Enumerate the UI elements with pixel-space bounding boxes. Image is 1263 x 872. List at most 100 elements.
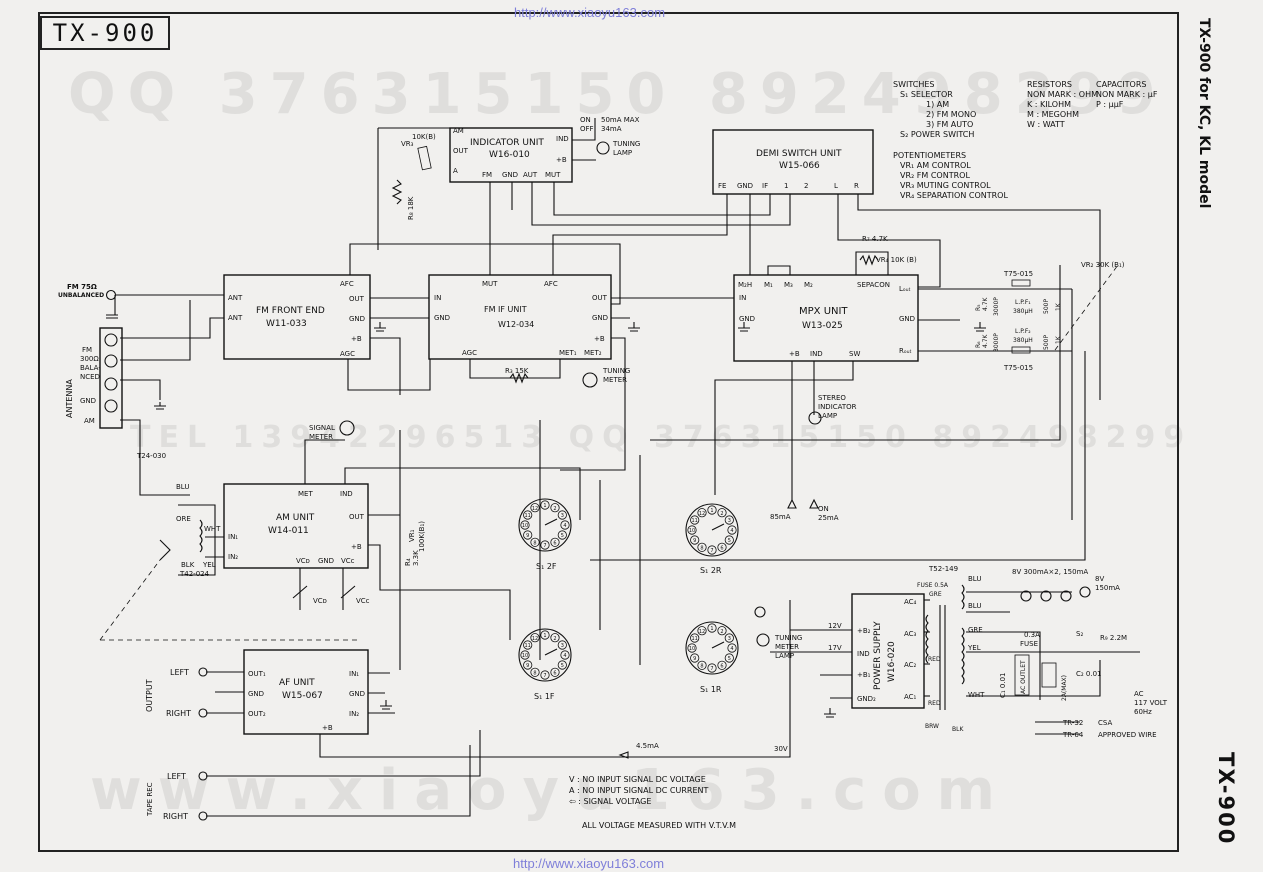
svg-text:ALL VOLTAGE MEASURED WITH V.T.: ALL VOLTAGE MEASURED WITH V.T.V.M — [582, 821, 736, 830]
svg-text:ANT: ANT — [228, 294, 243, 302]
switch-contact-label: 12 — [532, 636, 538, 642]
svg-text:150mA: 150mA — [1095, 584, 1120, 592]
svg-text:BALA-: BALA- — [80, 364, 101, 372]
svg-text:MET₁: MET₁ — [559, 349, 577, 357]
switch-contact-label: 5 — [728, 656, 731, 662]
svg-text:ANTENNA: ANTENNA — [65, 379, 74, 418]
side-model-label: TX-900 — [1214, 752, 1238, 846]
svg-text:+B: +B — [351, 543, 362, 551]
svg-text:R₈ 18K: R₈ 18K — [407, 196, 415, 220]
svg-text:W13-025: W13-025 — [802, 321, 843, 331]
svg-text:OUT: OUT — [453, 147, 469, 155]
svg-text:AC: AC — [1134, 690, 1144, 698]
switch-contact-label: 9 — [526, 533, 529, 539]
svg-text:S₁ SELECTOR: S₁ SELECTOR — [900, 90, 953, 99]
switch-contact-label: 6 — [553, 671, 556, 677]
svg-text:RESISTORS: RESISTORS — [1027, 80, 1072, 89]
svg-text:+B: +B — [351, 335, 362, 343]
svg-text:RED: RED — [928, 700, 941, 707]
demi-switch-unit: DEMI SWITCH UNIT W15-066 FE GND IF 1 2 L… — [712, 129, 874, 195]
switch-wiper — [544, 518, 558, 526]
svg-text:TAPE REC: TAPE REC — [146, 782, 154, 817]
switch-contact-label: 6 — [720, 664, 723, 670]
switch-contact-label: 4 — [730, 646, 733, 652]
legend-potentiometers: POTENTIOMETERS VR₁ AM CONTROL VR₂ FM CON… — [893, 151, 1008, 200]
svg-text:AGC: AGC — [340, 350, 355, 358]
svg-text:2) FM MONO: 2) FM MONO — [926, 110, 976, 119]
svg-text:MUT: MUT — [482, 280, 498, 288]
svg-text:FM: FM — [82, 346, 92, 354]
selector-switch-2r: S₁ 2R — [685, 503, 739, 575]
svg-text:RED: RED — [928, 656, 941, 663]
mpx-unit: MPX UNIT W13-025 M₂H M₁ M₃ M₂ SEPACON IN… — [733, 274, 919, 362]
svg-text:VCᴄ: VCᴄ — [341, 557, 355, 565]
svg-text:NON MARK : OHM: NON MARK : OHM — [1027, 90, 1098, 99]
switch-contact — [697, 508, 707, 518]
svg-text:IND: IND — [810, 350, 823, 358]
switch-contact-label: 12 — [699, 511, 705, 517]
svg-text:M₂H: M₂H — [738, 281, 752, 289]
switch-contact-label: 9 — [693, 656, 696, 662]
svg-text:IF: IF — [762, 182, 768, 190]
svg-text:K : KILOHM: K : KILOHM — [1027, 100, 1071, 109]
svg-text:AF UNIT: AF UNIT — [279, 678, 315, 688]
svg-text:P : μμF: P : μμF — [1096, 100, 1124, 109]
svg-text:GND: GND — [349, 315, 365, 323]
svg-text:W : WATT: W : WATT — [1027, 120, 1065, 129]
svg-text:3000P: 3000P — [993, 297, 1000, 316]
switch-contact — [724, 633, 734, 643]
svg-text:METER: METER — [775, 643, 799, 651]
svg-text:17V: 17V — [828, 644, 842, 652]
svg-text:8V 300mA×2, 150mA: 8V 300mA×2, 150mA — [1012, 568, 1088, 576]
svg-text:300Ω: 300Ω — [80, 355, 99, 363]
legend-resistors: RESISTORS NON MARK : OHM K : KILOHM M : … — [1027, 80, 1098, 129]
svg-text:ON: ON — [580, 116, 591, 124]
switch-contact-label: 3 — [561, 643, 564, 649]
switch-contact-label: 3 — [728, 636, 731, 642]
svg-text:SIGNAL: SIGNAL — [309, 424, 335, 432]
switch-contact — [557, 510, 567, 520]
svg-text:VR₂ FM CONTROL: VR₂ FM CONTROL — [900, 171, 970, 180]
svg-text:FM: FM — [482, 171, 492, 179]
switch-contact — [530, 633, 540, 643]
svg-text:AFC: AFC — [340, 280, 354, 288]
svg-text:SWITCHES: SWITCHES — [893, 80, 935, 89]
switch-contact — [523, 530, 533, 540]
if-components: R₃ 15K TUNING METER SIGNAL METER STEREO … — [309, 367, 857, 441]
svg-text:S₂: S₂ — [1076, 630, 1083, 638]
switch-contact — [550, 667, 560, 677]
svg-text:OUT₂: OUT₂ — [248, 710, 266, 718]
svg-text:1K: 1K — [1055, 335, 1062, 344]
svg-text:INDICATOR: INDICATOR — [818, 403, 857, 411]
svg-text:V : NO INPUT SIGNAL DC VOLTAGE: V : NO INPUT SIGNAL DC VOLTAGE — [569, 775, 706, 784]
svg-text:L.P.F₂: L.P.F₂ — [1015, 328, 1031, 335]
svg-text:+B: +B — [594, 335, 605, 343]
svg-text:DEMI SWITCH UNIT: DEMI SWITCH UNIT — [756, 149, 842, 159]
svg-text:TUNING: TUNING — [602, 367, 630, 375]
svg-text:YEL: YEL — [967, 644, 981, 652]
svg-text:M : MEGOHM: M : MEGOHM — [1027, 110, 1079, 119]
svg-text:50mA MAX: 50mA MAX — [601, 116, 640, 124]
svg-text:R: R — [854, 182, 859, 190]
svg-text:GND: GND — [80, 397, 96, 405]
svg-text:OUT₁: OUT₁ — [248, 670, 266, 678]
measurement-notes: V : NO INPUT SIGNAL DC VOLTAGE A : NO IN… — [569, 775, 736, 830]
am-antenna-coil: BLU ORE WHT BLK YEL T42-024 — [159, 483, 221, 578]
switch-contact-label: 7 — [543, 543, 546, 549]
svg-text:VCᴄ: VCᴄ — [356, 597, 370, 605]
switch-wiper — [711, 523, 725, 531]
watermark-url-bottom[interactable]: http://www.xiaoyu163.com — [513, 856, 665, 871]
svg-text:85mA: 85mA — [770, 513, 791, 521]
switch-contact — [557, 660, 567, 670]
watermark-url-top[interactable]: http://www.xiaoyu163.com — [514, 5, 666, 20]
svg-text:+B: +B — [789, 350, 800, 358]
switch-contact — [530, 503, 540, 513]
switch-contact-label: 8 — [533, 541, 536, 547]
svg-text:60Hz: 60Hz — [1134, 708, 1152, 716]
ground-symbols — [106, 314, 986, 718]
svg-text:VR₄ 10K (B): VR₄ 10K (B) — [876, 256, 917, 264]
switch-contact — [724, 535, 734, 545]
switch-contact — [717, 508, 727, 518]
svg-text:L.P.F₁: L.P.F₁ — [1015, 299, 1031, 306]
svg-text:LAMP: LAMP — [775, 652, 794, 660]
